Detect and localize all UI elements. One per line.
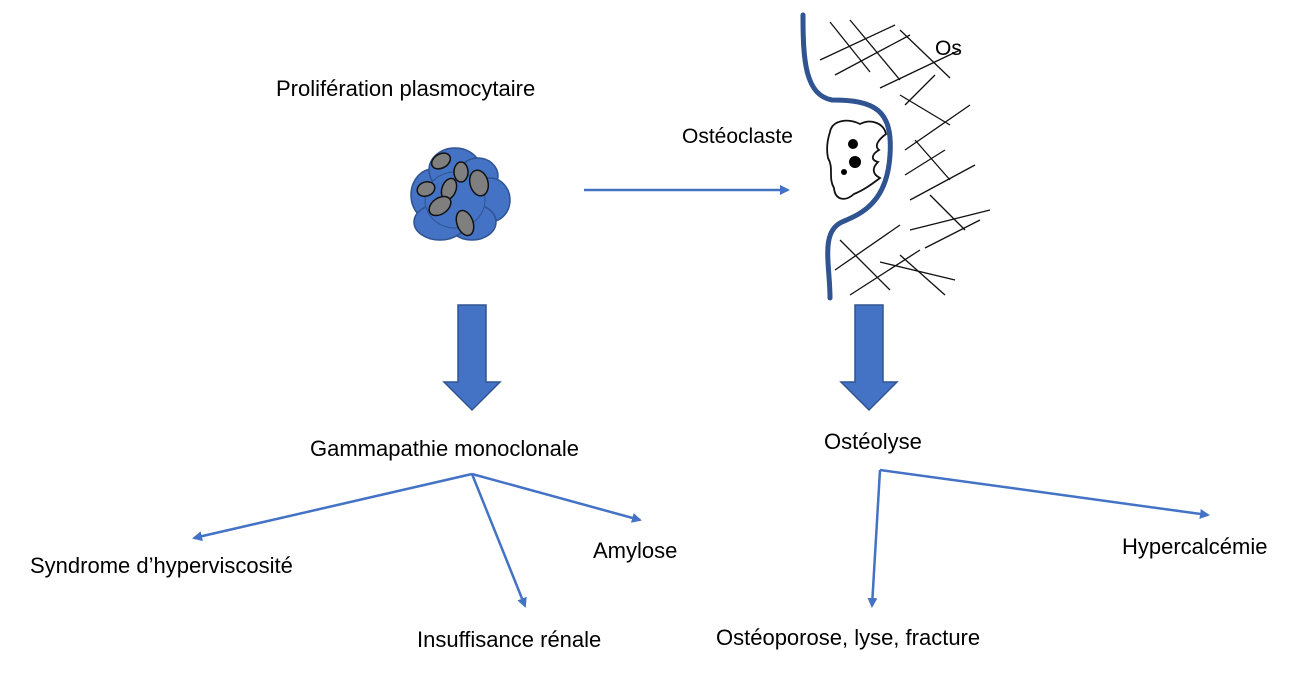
label-hypercalcemia: Hypercalcémie bbox=[1122, 534, 1268, 559]
label-osteoporosis: Ostéoporose, lyse, fracture bbox=[716, 625, 981, 650]
label-bone: Os bbox=[935, 37, 962, 60]
label-osteolysis: Ostéolyse bbox=[824, 429, 922, 454]
label-renal-failure: Insuffisance rénale bbox=[417, 627, 602, 652]
arrow-to-hypercalcemia bbox=[879, 468, 1210, 519]
plasma-cell-cluster-icon bbox=[410, 147, 511, 241]
label-gammapathy: Gammapathie monoclonale bbox=[310, 436, 580, 461]
block-arrow-left bbox=[442, 304, 502, 412]
label-amyloidosis: Amylose bbox=[593, 538, 678, 563]
osteoclast-cell-icon bbox=[826, 119, 887, 200]
label-hyperviscosity: Syndrome d’hyperviscosité bbox=[30, 553, 293, 578]
arrow-to-hyperviscosity bbox=[192, 472, 473, 542]
arrow-to-amyloidosis bbox=[471, 472, 642, 523]
label-proliferation: Prolifération plasmocytaire bbox=[276, 76, 536, 101]
bone-surface-line bbox=[800, 12, 893, 301]
trabecular-bone-icon bbox=[819, 19, 991, 296]
label-osteoclast: Ostéoclaste bbox=[682, 125, 793, 148]
arrow-to-osteoporosis bbox=[867, 469, 882, 608]
block-arrow-right bbox=[839, 304, 899, 412]
arrow-to-renal-failure bbox=[470, 473, 527, 608]
